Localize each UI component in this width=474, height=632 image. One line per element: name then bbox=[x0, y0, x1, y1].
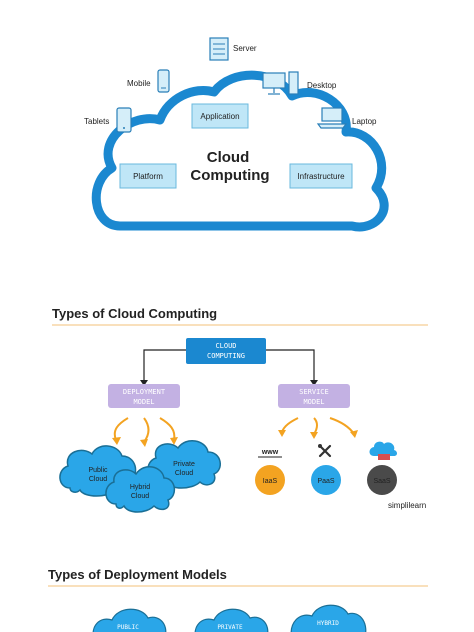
public-cloud-line2: Cloud bbox=[89, 476, 107, 483]
private-cloud-line1: Private bbox=[173, 461, 195, 468]
root-label-line1: CLOUD bbox=[215, 342, 236, 350]
section-types-of-cloud-computing: Types of Cloud Computing CLOUD COMPUTING… bbox=[52, 306, 428, 513]
infrastructure-box bbox=[289, 163, 353, 189]
simplilearn-logo: simplilearn bbox=[388, 501, 426, 510]
hybrid-cloud-line1: Hybrid bbox=[130, 484, 150, 491]
service-label-line1: SERVICE bbox=[299, 388, 329, 396]
saas-circle bbox=[367, 465, 397, 495]
iaas-circle bbox=[255, 465, 285, 495]
cloud-title-line2: Computing bbox=[190, 167, 269, 184]
paas-circle bbox=[311, 465, 341, 495]
private-model-cloud bbox=[194, 608, 269, 632]
section-types-of-deployment-models: Types of Deployment Models PUBLIC PRIVAT… bbox=[48, 567, 428, 632]
platform-box bbox=[119, 163, 177, 189]
section2-heading: Types of Deployment Models bbox=[48, 567, 227, 582]
laptop-icon bbox=[316, 107, 348, 129]
saas-label: SaaS bbox=[373, 478, 390, 485]
hybrid-model-cloud bbox=[290, 604, 367, 632]
top-diagram: Cloud Computing Application Platform Inf… bbox=[84, 37, 389, 232]
hybrid-cloud-line2: Cloud bbox=[131, 493, 149, 500]
service-arrows bbox=[281, 417, 355, 435]
server-label: Server bbox=[233, 44, 257, 53]
deployment-label-line1: DEPLOYMENT bbox=[123, 388, 166, 396]
cloud-title-line1: Cloud bbox=[207, 149, 250, 166]
arrowhead-left bbox=[140, 380, 148, 386]
platform-label: Platform bbox=[133, 172, 163, 181]
deployment-arrowheads bbox=[112, 437, 178, 447]
connector-left bbox=[143, 349, 186, 382]
infrastructure-label: Infrastructure bbox=[297, 172, 345, 181]
private-model-label: PRIVATE bbox=[217, 624, 243, 631]
deployment-arrows bbox=[113, 417, 176, 443]
public-model-cloud bbox=[92, 608, 167, 632]
cloud-upload-icon bbox=[369, 441, 397, 460]
deployment-label-line2: MODEL bbox=[133, 398, 154, 406]
public-cloud-line1: Public bbox=[88, 467, 108, 474]
section1-heading: Types of Cloud Computing bbox=[52, 306, 217, 321]
tablets-label: Tablets bbox=[84, 117, 109, 126]
application-box bbox=[191, 103, 249, 129]
service-arrowheads bbox=[278, 430, 358, 439]
big-cloud bbox=[91, 70, 389, 232]
service-label-line2: MODEL bbox=[303, 398, 324, 406]
arrowhead-right bbox=[310, 380, 318, 386]
desktop-icon bbox=[262, 71, 299, 95]
root-box bbox=[186, 338, 266, 364]
hybrid-cloud-shape bbox=[105, 466, 176, 513]
iaas-label: IaaS bbox=[263, 478, 278, 485]
mobile-label: Mobile bbox=[127, 79, 151, 88]
deployment-model-box bbox=[108, 384, 180, 408]
service-model-box bbox=[278, 384, 350, 408]
connector-right bbox=[266, 349, 315, 382]
mobile-icon bbox=[157, 69, 170, 93]
paas-label: PaaS bbox=[317, 478, 334, 485]
tablet-icon bbox=[116, 107, 132, 133]
desktop-label: Desktop bbox=[307, 81, 337, 90]
public-model-label: PUBLIC bbox=[117, 624, 139, 631]
application-label: Application bbox=[200, 112, 239, 121]
tools-icon bbox=[318, 444, 332, 458]
hybrid-model-label: HYBRID bbox=[317, 620, 339, 627]
root-label-line2: COMPUTING bbox=[207, 352, 245, 360]
laptop-label: Laptop bbox=[352, 117, 377, 126]
server-icon bbox=[209, 37, 229, 61]
www-icon: www bbox=[261, 449, 279, 456]
private-cloud-line2: Cloud bbox=[175, 470, 193, 477]
